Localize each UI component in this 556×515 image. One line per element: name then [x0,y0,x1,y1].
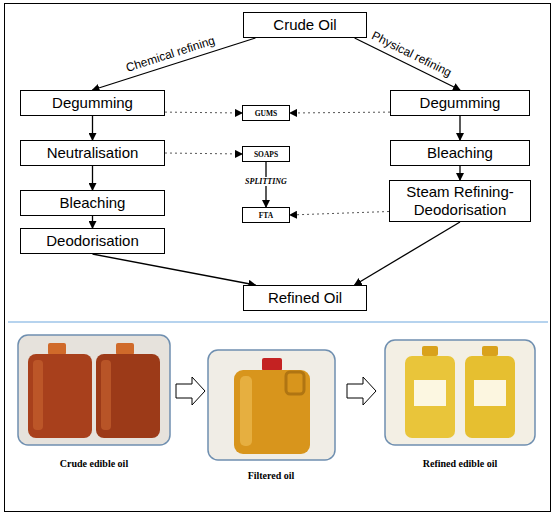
byproduct-arrow [290,212,389,216]
process-box: Steam Refining- Deodorisation [389,180,531,222]
edge-label: Chemical refining [122,32,218,75]
photo-frame [385,340,535,445]
byproduct-arrow [165,112,242,114]
process-box: Degumming [20,90,165,116]
photo-caption: Refined edible oil [423,458,497,469]
box-text: SOAPS [254,150,278,159]
box-text: Steam Refining- Deodorisation [396,183,524,219]
flow-arrow [92,116,93,140]
start-box: Crude Oil [243,12,367,38]
box-text: FTA [259,211,273,220]
photo-frame [208,350,335,460]
box-text: Degumming [52,94,133,112]
flow-arrow [459,166,460,180]
byproduct-arrow [165,153,242,154]
box-text: Crude Oil [273,16,336,34]
end-box: Refined Oil [243,285,367,311]
refined-oil-bottles [405,346,515,438]
box-text: Degumming [420,94,501,112]
photo-caption: Filtered oil [248,470,295,481]
edge-label: Physical refining [368,28,456,81]
box-text: Neutralisation [47,144,139,162]
filtered-oil-jug [234,358,310,454]
box-text: Refined Oil [268,289,342,307]
flow-arrow [92,216,93,228]
byproduct-box: GUMS [242,105,290,121]
process-box: Bleaching [20,190,165,216]
flow-arrow [92,166,93,190]
edge-label: SPLITTING [243,177,289,186]
box-text: Bleaching [60,194,126,212]
process-box: Bleaching [390,140,530,166]
flow-arrow [347,377,376,405]
photo-caption: Crude edible oil [60,458,128,469]
byproduct-box: SOAPS [242,146,290,162]
process-box: Neutralisation [20,140,165,166]
box-text: Bleaching [427,144,493,162]
process-box: Deodorisation [20,228,165,254]
flow-arrow [355,222,460,285]
box-text: GUMS [255,109,278,118]
byproduct-arrow [290,112,390,114]
flow-arrow [176,377,205,405]
process-box: Degumming [390,90,530,116]
crude-oil-jugs [28,343,160,438]
outer-frame [5,4,551,512]
byproduct-box: FTA [242,207,290,223]
photo-frame [18,335,170,445]
flow-arrow [459,116,460,140]
flow-arrow [93,254,256,285]
box-text: Deodorisation [46,232,139,250]
divider-line [8,321,548,323]
